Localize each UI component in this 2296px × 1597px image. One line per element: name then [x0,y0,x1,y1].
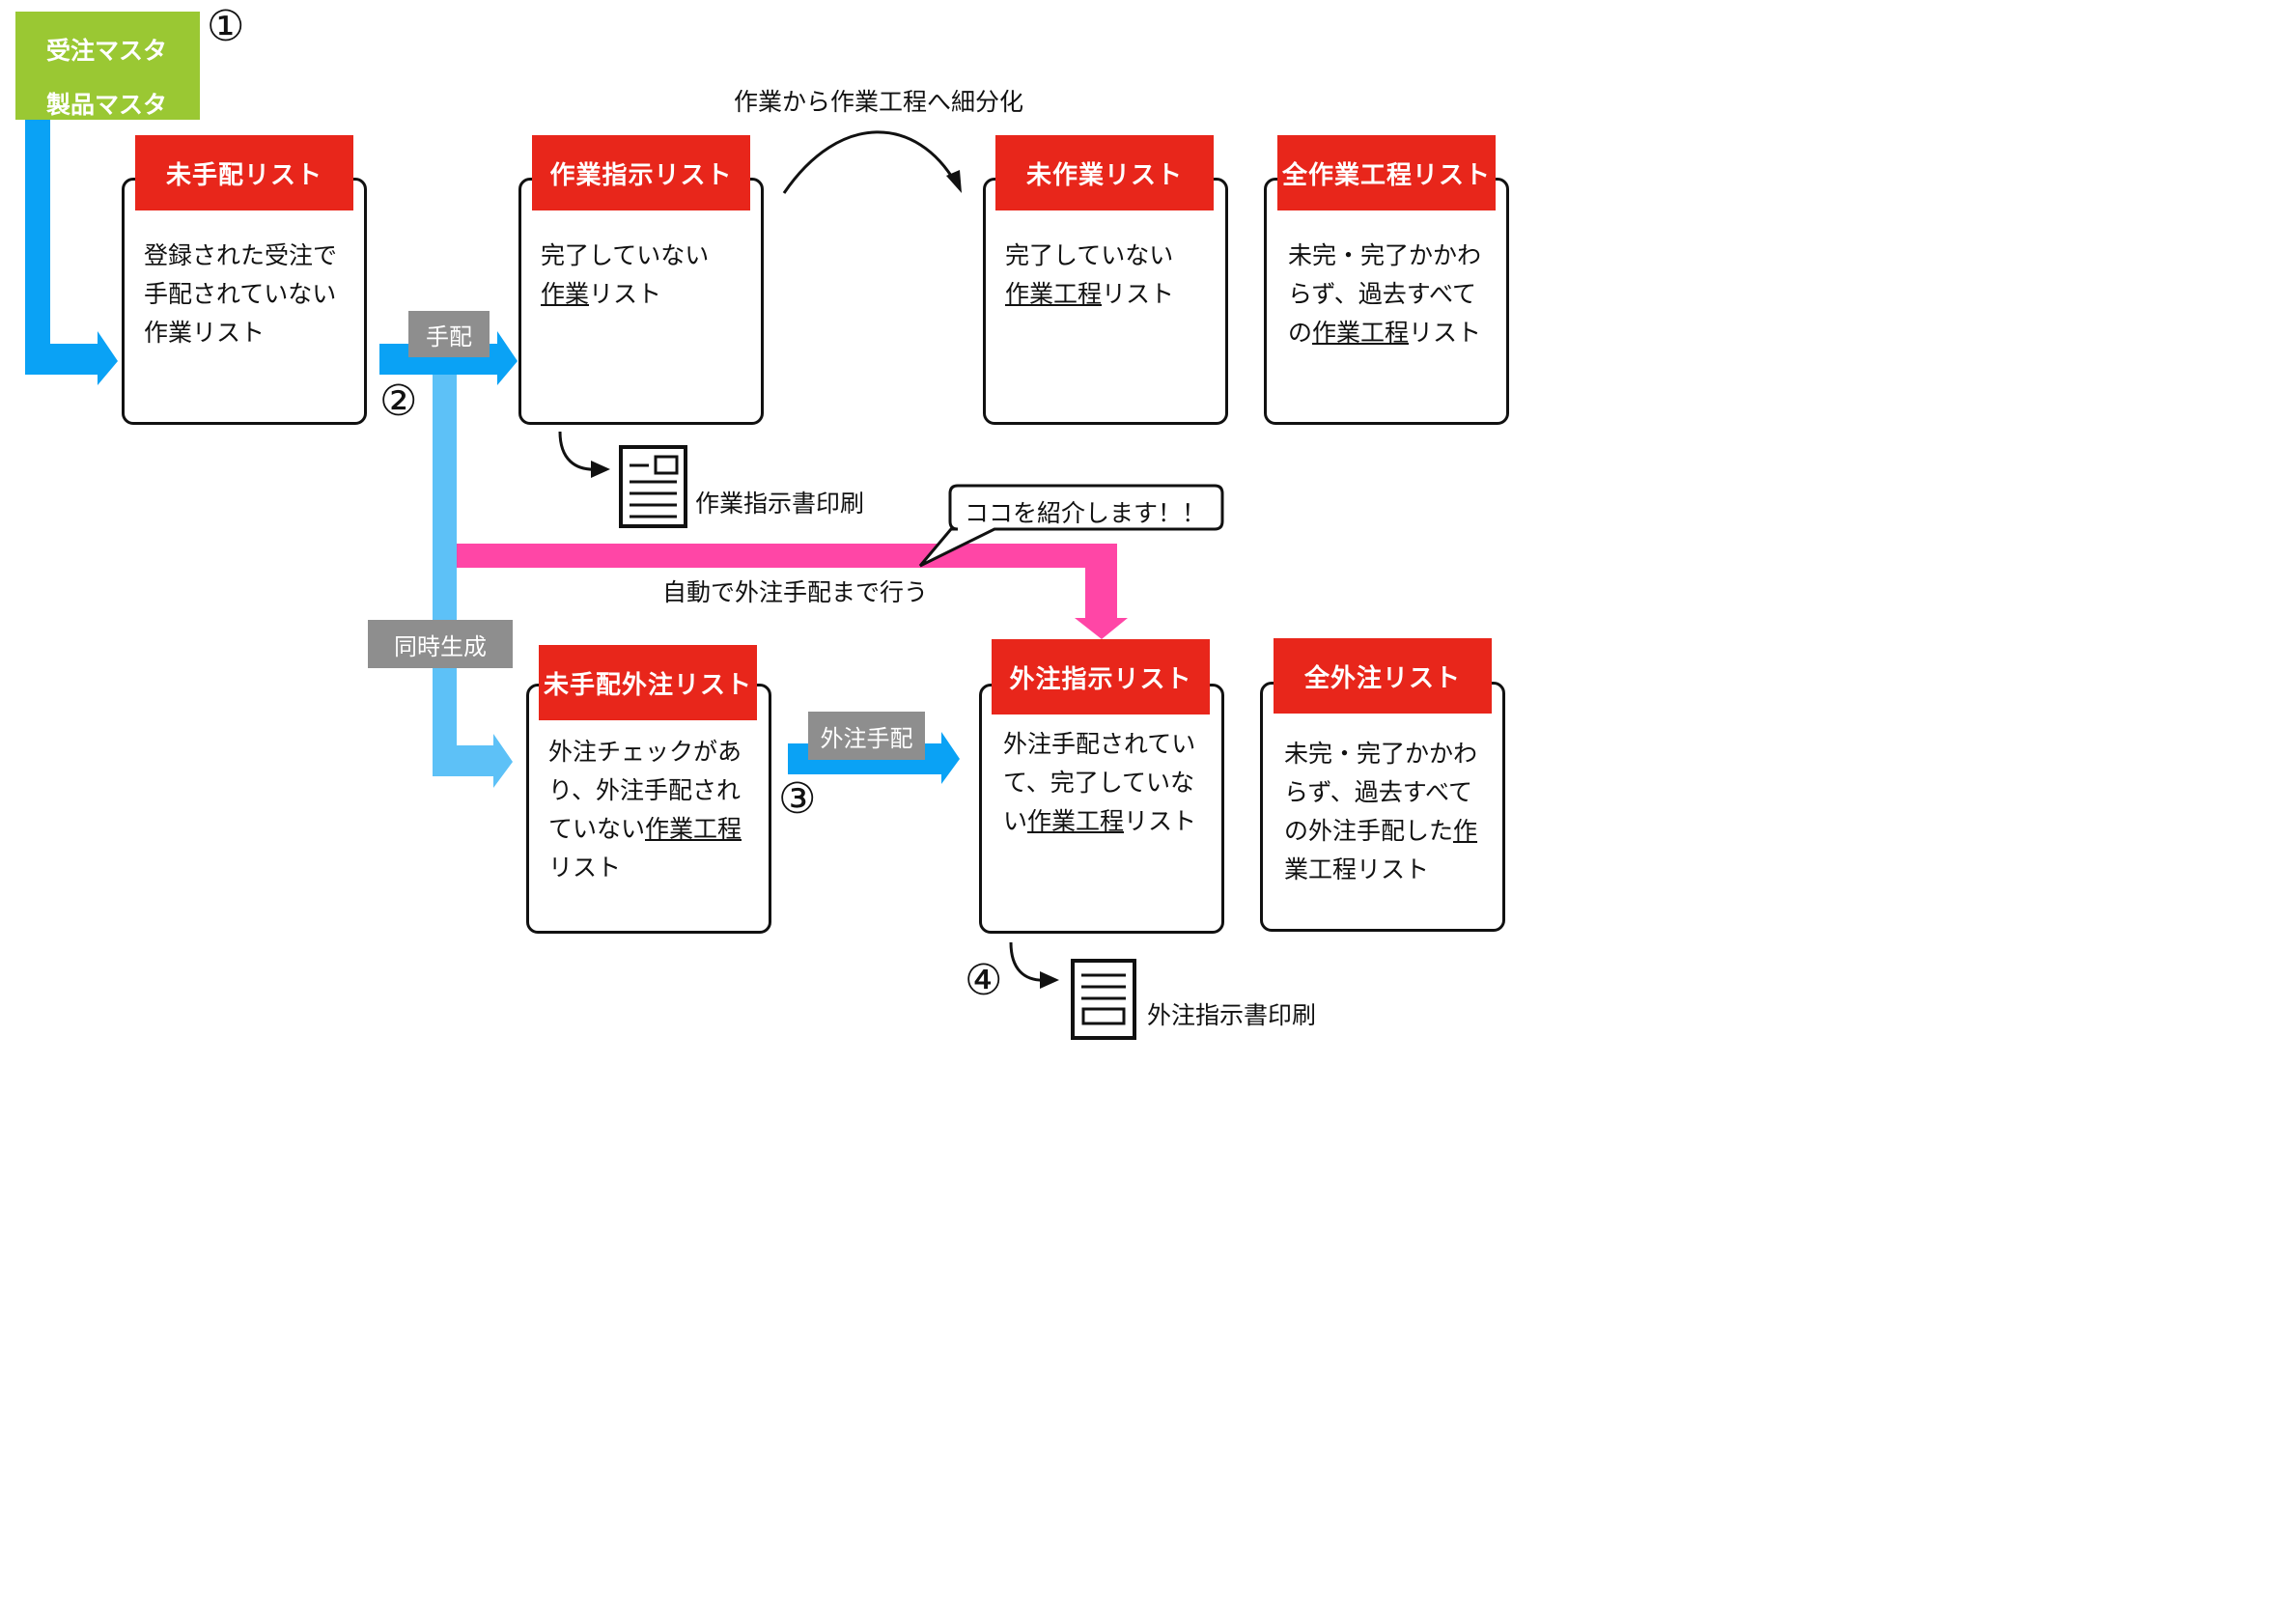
card-body: 登録された受注で 手配されていない 作業リスト [144,241,338,347]
out-order-list-title: 外注指示リスト [992,639,1210,714]
work-order-list-title: 作業指示リスト [532,135,750,210]
speech-bubble [918,484,1224,568]
card-body: 外注チェックがあり、外注手配されていない作業工程リスト [548,738,742,882]
card-body: 外注手配されていて、完了していない作業工程リスト [1003,730,1197,835]
not-worked-list-card: 完了していない作業工程リスト [983,178,1228,425]
card-body: 未完・完了かかわらず、過去すべての作業工程リスト [1288,241,1482,347]
card-body: 未完・完了かかわらず、過去すべての外注手配した作業工程リスト [1284,740,1478,883]
auto-outsource-arrow [457,544,1128,639]
step-2: ② [379,377,418,426]
order-master-label: 受注マスタ [46,37,168,65]
unarranged-list-title: 未手配リスト [135,135,353,210]
master-box: 受注マスタ 製品マスタ [15,12,200,120]
arrange-tag: 手配 [408,311,490,357]
step-4: ④ [965,956,1003,1005]
work-order-list-card: 完了していない作業リスト [518,178,764,425]
step-3: ③ [778,774,817,824]
unarranged-list-card: 登録された受注で 手配されていない 作業リスト [122,178,367,425]
bubble-text: ココを紹介します！！ [965,499,1207,527]
all-out-list-title: 全外注リスト [1274,638,1492,714]
all-out-list-card: 未完・完了かかわらず、過去すべての外注手配した作業工程リスト [1260,682,1505,932]
step-1: ① [207,2,245,51]
unarranged-out-list-title: 未手配外注リスト [539,645,757,720]
not-worked-list-title: 未作業リスト [995,135,1214,210]
out-order-list-card: 外注手配されていて、完了していない作業工程リスト [979,684,1224,934]
product-master-label: 製品マスタ [46,91,168,119]
all-process-list-title: 全作業工程リスト [1277,135,1496,210]
document-icon [1071,959,1136,1040]
subdivide-arrow [782,130,958,194]
unarranged-out-list-card: 外注チェックがあり、外注手配されていない作業工程リスト [526,684,771,934]
subdivide-note: 作業から作業工程へ細分化 [734,88,1024,116]
document-icon [619,445,687,528]
simultaneous-tag: 同時生成 [368,620,513,668]
all-process-list-card: 未完・完了かかわらず、過去すべての作業工程リスト [1264,178,1509,425]
card-body: 完了していない作業リスト [541,241,710,308]
auto-outsource-note: 自動で外注手配まで行う [662,578,929,606]
print-out-label: 外注指示書印刷 [1147,1001,1317,1029]
out-arrange-tag: 外注手配 [808,712,925,760]
simultaneous-arrow [433,375,513,788]
print-work-label: 作業指示書印刷 [695,490,865,518]
master-arrow [25,120,118,385]
card-body: 完了していない作業工程リスト [1005,241,1175,308]
